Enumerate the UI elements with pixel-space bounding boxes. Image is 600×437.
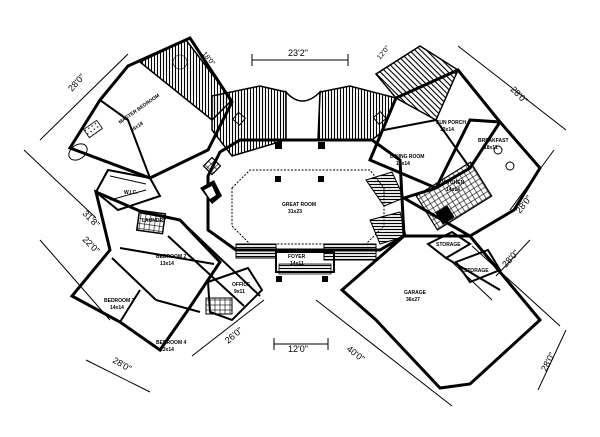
bedroom2-label: BEDROOM 2 bbox=[156, 254, 187, 260]
foyer-size: 14x11 bbox=[290, 261, 304, 267]
office-size: 9x11 bbox=[234, 289, 245, 295]
great-room-block bbox=[200, 138, 407, 282]
master-bedroom-size: 26x18 bbox=[130, 121, 145, 134]
storage-label-2: STORAGE bbox=[464, 268, 489, 274]
dining-room-size: 14x14 bbox=[396, 161, 410, 167]
bedroom2-size: 13x14 bbox=[160, 261, 174, 267]
garage-label: GARAGE bbox=[404, 290, 427, 296]
office-label: OFFICE bbox=[232, 282, 251, 288]
dim-top-center: 23'2" bbox=[288, 48, 308, 58]
left-wing bbox=[67, 36, 264, 353]
dim-right-top: 28'0" bbox=[509, 84, 530, 105]
rear-decks bbox=[138, 39, 459, 157]
foyer-label: FOYER bbox=[288, 254, 306, 260]
kitchen-label: KITCHEN bbox=[442, 180, 465, 186]
bedroom3-label: BEDROOM 3 bbox=[104, 298, 135, 304]
dim-garage-bottom: 40'0" bbox=[345, 344, 367, 364]
kitchen-size: 14x14 bbox=[446, 187, 460, 193]
dim-bottom-left-mid: 26'0" bbox=[223, 325, 245, 345]
bedroom4-size: 13x14 bbox=[160, 347, 174, 353]
dimension-lines bbox=[23, 45, 567, 407]
great-room-size: 31x23 bbox=[288, 209, 302, 215]
garage-size: 36x27 bbox=[406, 297, 420, 303]
dim-left-wing-lower: 22'0" bbox=[81, 234, 102, 255]
dim-right-lower: 28'0" bbox=[500, 248, 521, 270]
great-room-label: GREAT ROOM bbox=[282, 202, 316, 208]
right-wing bbox=[339, 68, 543, 390]
storage-label-1: STORAGE bbox=[436, 242, 461, 248]
dim-right-mid: 28'0" bbox=[514, 193, 534, 215]
dim-right-bottom: 28'0" bbox=[539, 351, 557, 373]
wic-label: W.I.C. bbox=[124, 190, 138, 196]
master-bedroom-label: MASTER BEDROOM bbox=[118, 93, 161, 126]
breakfast-size: 18x11 bbox=[484, 145, 498, 151]
laundry-label: LAUNDRY bbox=[142, 218, 167, 224]
bedroom3-size: 14x14 bbox=[110, 305, 124, 311]
breakfast-label: BREAKFAST bbox=[478, 138, 509, 144]
dining-room-label: DINING ROOM bbox=[390, 154, 424, 160]
dim-top-right-porch: 12'0" bbox=[376, 45, 392, 62]
sun-porch-label: SUN PORCH bbox=[436, 120, 466, 126]
dim-bottom-center: 12'0" bbox=[288, 344, 308, 354]
bedroom4-label: BEDROOM 4 bbox=[156, 340, 187, 346]
dim-left-wing-mid: 31'8" bbox=[81, 208, 102, 229]
dim-left-wing-top: 28'0" bbox=[66, 72, 87, 94]
sun-porch-size: 13x14 bbox=[440, 127, 454, 133]
dim-bottom-left: 28'0" bbox=[111, 355, 133, 374]
